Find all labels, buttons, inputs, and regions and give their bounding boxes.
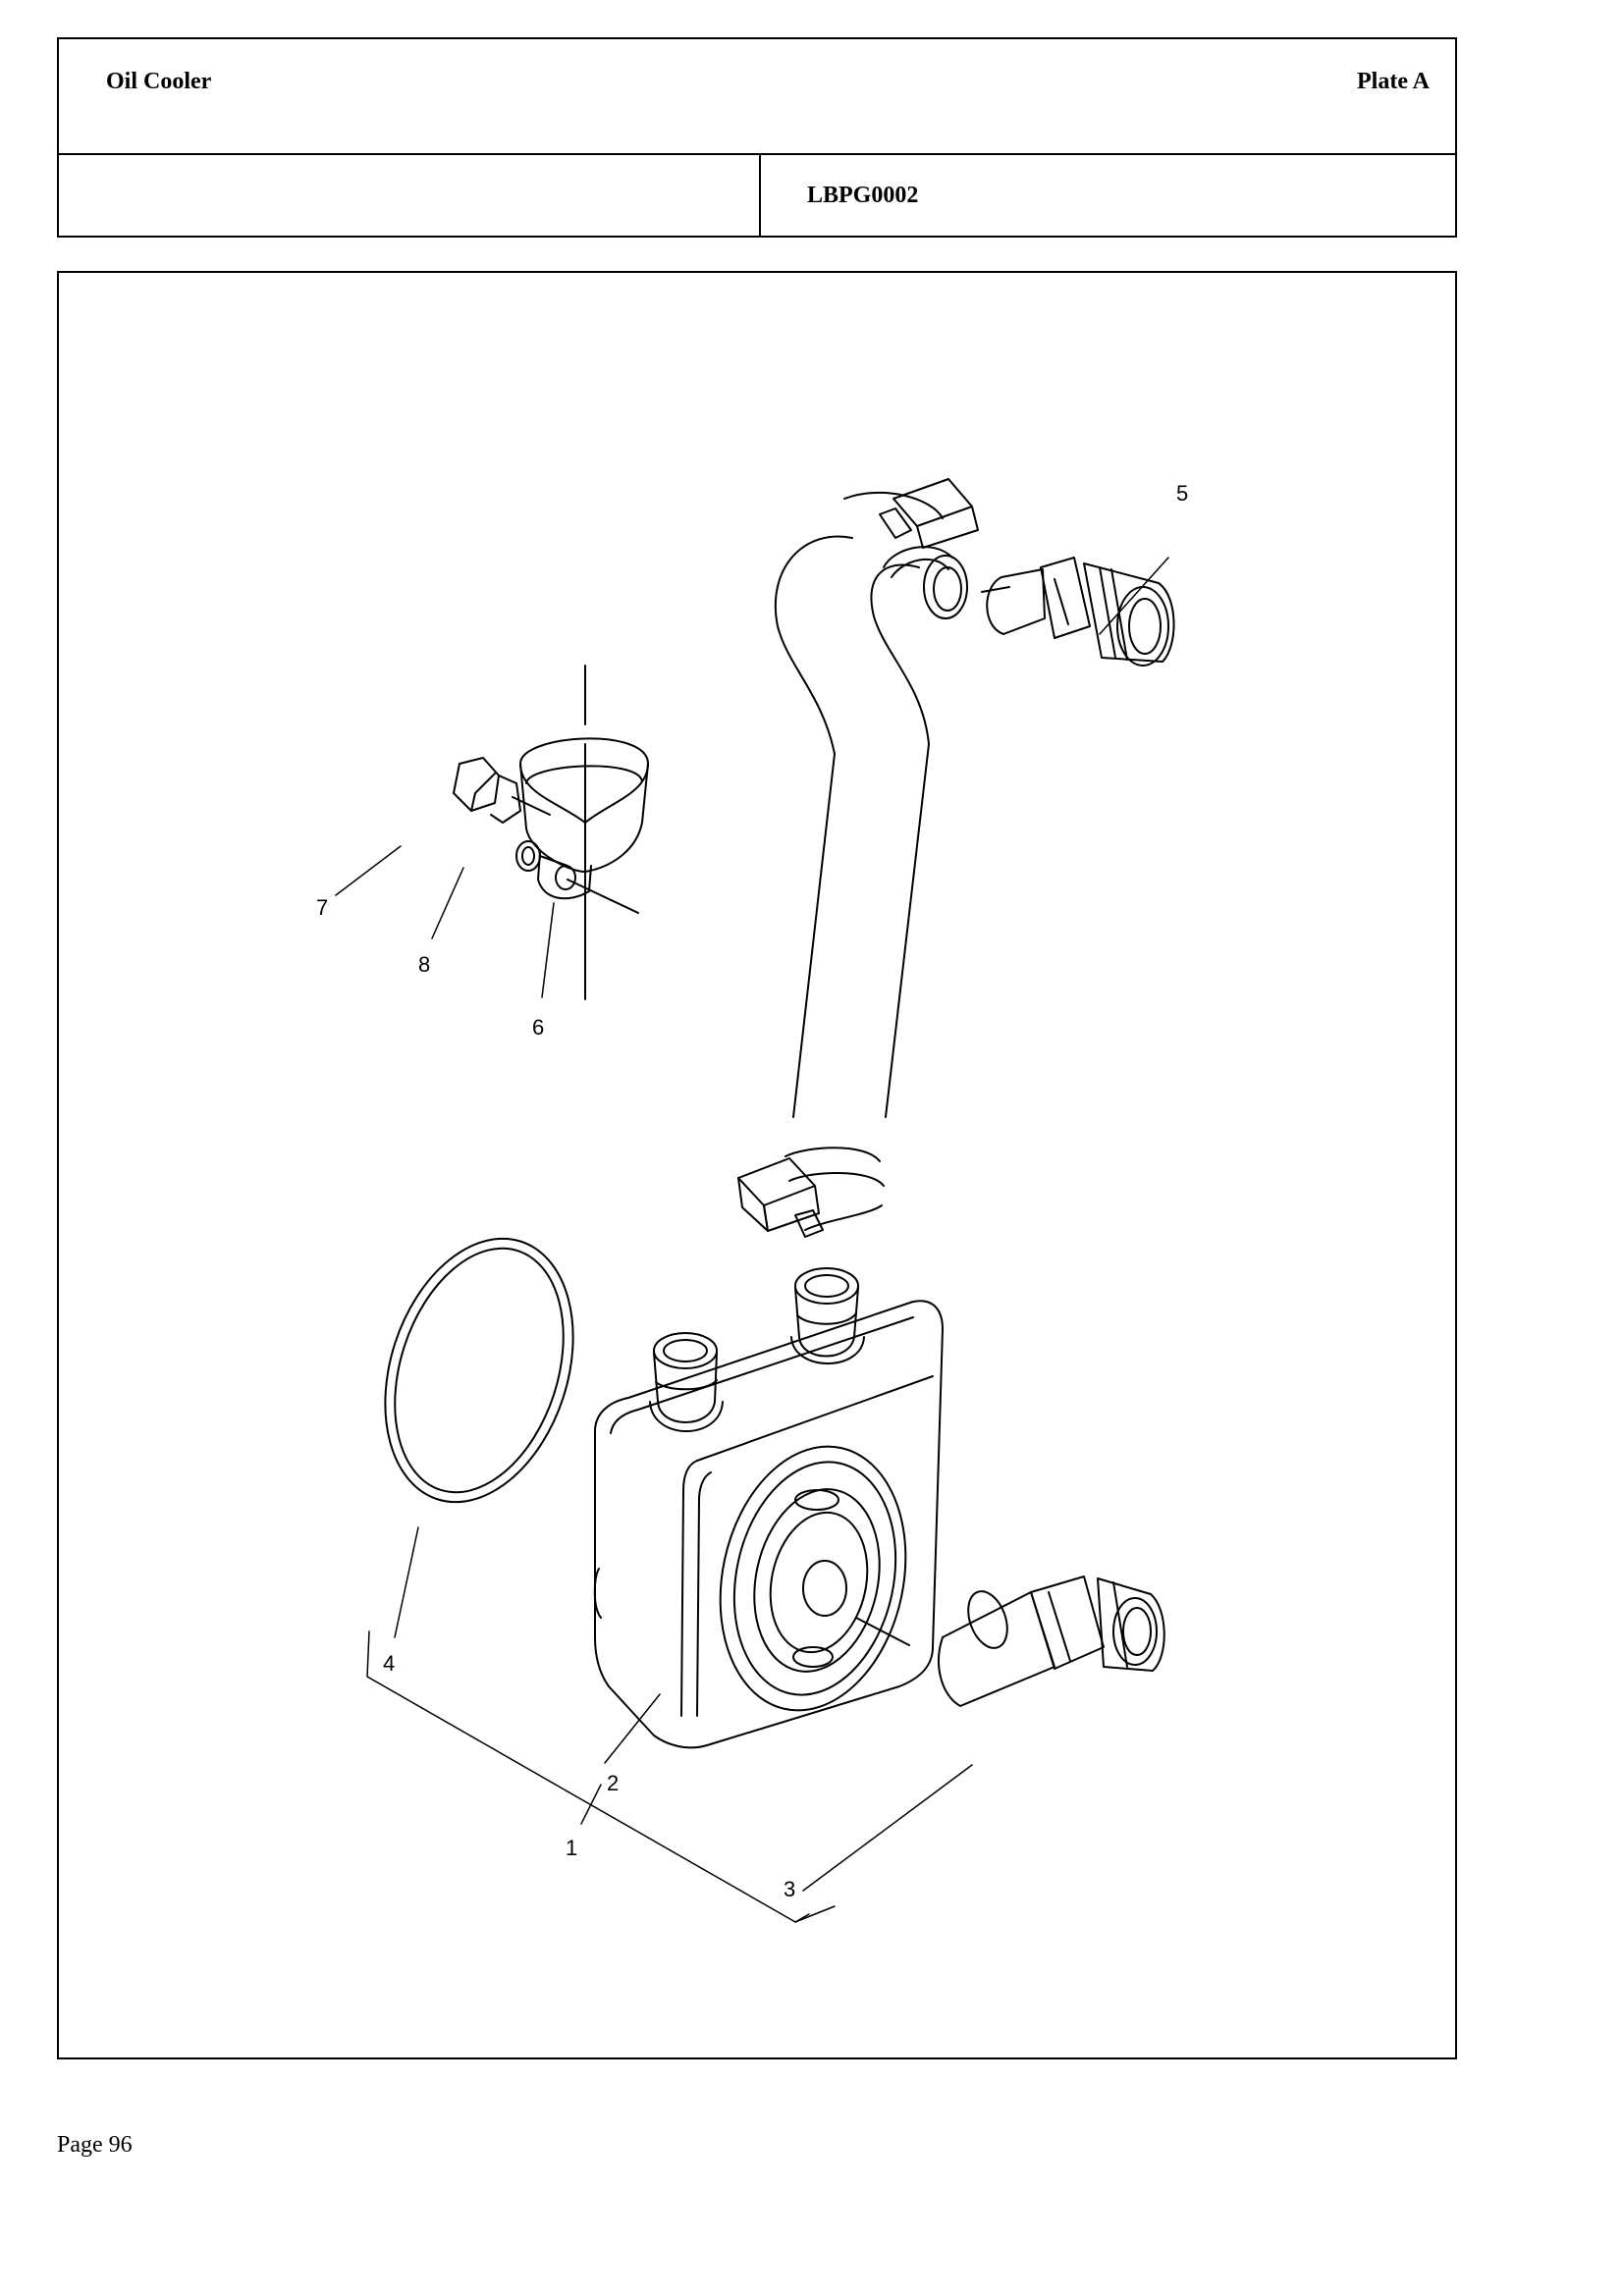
adapter-fitting-bottom: [938, 1575, 1165, 1707]
callout-5: 5: [1176, 481, 1188, 506]
upper-hose-clip: [879, 478, 979, 619]
callout-2: 2: [607, 1771, 619, 1795]
callout-3: 3: [784, 1877, 795, 1901]
illustration-code: LBPG0002: [807, 183, 919, 208]
adapter-fitting-top: [981, 557, 1175, 667]
callout-labels: 5 7 8 6 4 2 1 3: [316, 481, 1188, 1901]
header-divider: [759, 155, 761, 238]
oil-cooler-body: [593, 1300, 944, 1749]
clamp-assembly: [453, 665, 649, 1000]
plate-label: Plate A: [1357, 69, 1430, 94]
illustration-frame: 5 7 8 6 4 2 1 3: [57, 271, 1457, 2059]
callout-8: 8: [418, 952, 430, 977]
o-ring: [384, 1237, 574, 1504]
header-code-row: LBPG0002: [59, 155, 1455, 238]
callout-7: 7: [316, 895, 328, 920]
page-title: Oil Cooler: [106, 69, 212, 94]
callout-4: 4: [383, 1651, 395, 1676]
header-title-row: Oil Cooler Plate A: [59, 39, 1455, 155]
page-number: Page 96: [57, 2132, 133, 2158]
cooler-pipes: [649, 1267, 865, 1432]
hose-illustration: [774, 491, 944, 1118]
leader-lines: [335, 557, 1169, 1923]
header-table: Oil Cooler Plate A LBPG0002: [57, 37, 1457, 238]
callout-6: 6: [532, 1015, 544, 1040]
oil-cooler-exploded-view: 5 7 8 6 4 2 1 3: [316, 478, 1188, 1923]
lower-hose-clip: [737, 1147, 885, 1238]
callout-1: 1: [566, 1836, 577, 1860]
